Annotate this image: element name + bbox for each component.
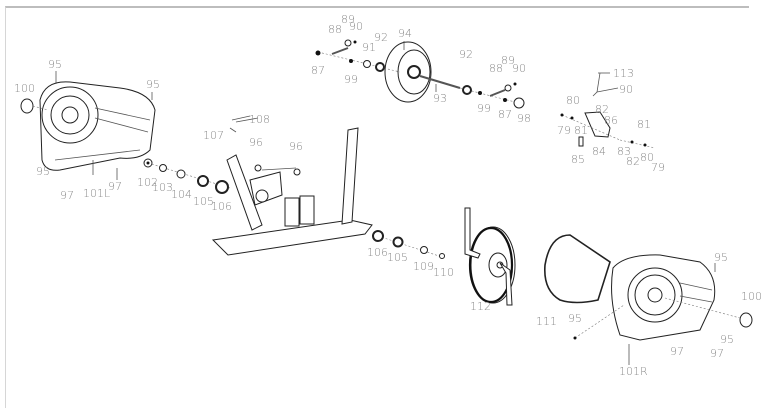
label-93: 93: [433, 92, 447, 105]
label-105: 105: [193, 195, 214, 208]
label-109: 109: [413, 260, 434, 273]
left-bearing-stack: [143, 158, 231, 194]
label-88: 88: [328, 23, 342, 36]
label-82: 82: [595, 103, 609, 116]
label-96: 96: [289, 140, 303, 153]
label-97: 97: [710, 347, 724, 360]
label-97: 97: [108, 180, 122, 193]
diagram-frame: [5, 6, 749, 408]
label-101L: 101L: [83, 187, 110, 200]
left-cover-101L: [20, 81, 156, 171]
label-89: 89: [501, 54, 515, 67]
label-95: 95: [146, 78, 160, 91]
belt-111: [543, 234, 611, 304]
label-113: 113: [613, 67, 634, 80]
label-99: 99: [344, 73, 358, 86]
label-97: 97: [670, 345, 684, 358]
label-104: 104: [171, 188, 192, 201]
label-92: 92: [459, 48, 473, 61]
label-80: 80: [640, 151, 654, 164]
label-100: 100: [14, 82, 35, 95]
label-95: 95: [48, 58, 62, 71]
right-bearing-stack: [372, 230, 446, 259]
label-80: 80: [566, 94, 580, 107]
label-85: 85: [571, 153, 585, 166]
label-107: 107: [203, 129, 224, 142]
label-102: 102: [137, 176, 158, 189]
label-108: 108: [249, 113, 270, 126]
label-81: 81: [637, 118, 651, 131]
label-83: 83: [617, 145, 631, 158]
label-88: 88: [489, 62, 503, 75]
label-86: 86: [604, 114, 618, 127]
label-95: 95: [568, 312, 582, 325]
label-106: 106: [211, 200, 232, 213]
pulley-112: [464, 207, 516, 306]
label-95: 95: [720, 333, 734, 346]
label-79: 79: [557, 124, 571, 137]
label-103: 103: [152, 181, 173, 194]
main-frame: [211, 117, 373, 256]
label-91: 91: [362, 41, 376, 54]
leader-lines: [55, 41, 716, 365]
label-94: 94: [398, 27, 412, 40]
part-labels: 95 100 95 95 97 101L 97 102 103 104 105 …: [14, 13, 762, 378]
label-99: 99: [477, 102, 491, 115]
label-84: 84: [592, 145, 606, 158]
label-97: 97: [60, 189, 74, 202]
label-82: 82: [626, 155, 640, 168]
label-90: 90: [349, 20, 363, 33]
label-90: 90: [512, 62, 526, 75]
label-112: 112: [470, 300, 491, 313]
label-90: 90: [619, 83, 633, 96]
flywheel-94: [315, 39, 525, 109]
right-cover-101R: [573, 254, 753, 341]
label-95: 95: [36, 165, 50, 178]
label-100: 100: [741, 290, 762, 303]
label-92: 92: [374, 31, 388, 44]
label-95: 95: [714, 251, 728, 264]
label-79: 79: [651, 161, 665, 174]
label-106: 106: [367, 246, 388, 259]
label-81: 81: [574, 124, 588, 137]
label-111: 111: [536, 315, 557, 328]
label-87: 87: [311, 64, 325, 77]
label-101R: 101R: [619, 365, 648, 378]
label-98: 98: [517, 112, 531, 125]
label-96: 96: [249, 136, 263, 149]
label-105: 105: [387, 251, 408, 264]
label-110: 110: [433, 266, 454, 279]
label-89: 89: [341, 13, 355, 26]
brake-assembly: [560, 72, 656, 149]
label-87: 87: [498, 108, 512, 121]
